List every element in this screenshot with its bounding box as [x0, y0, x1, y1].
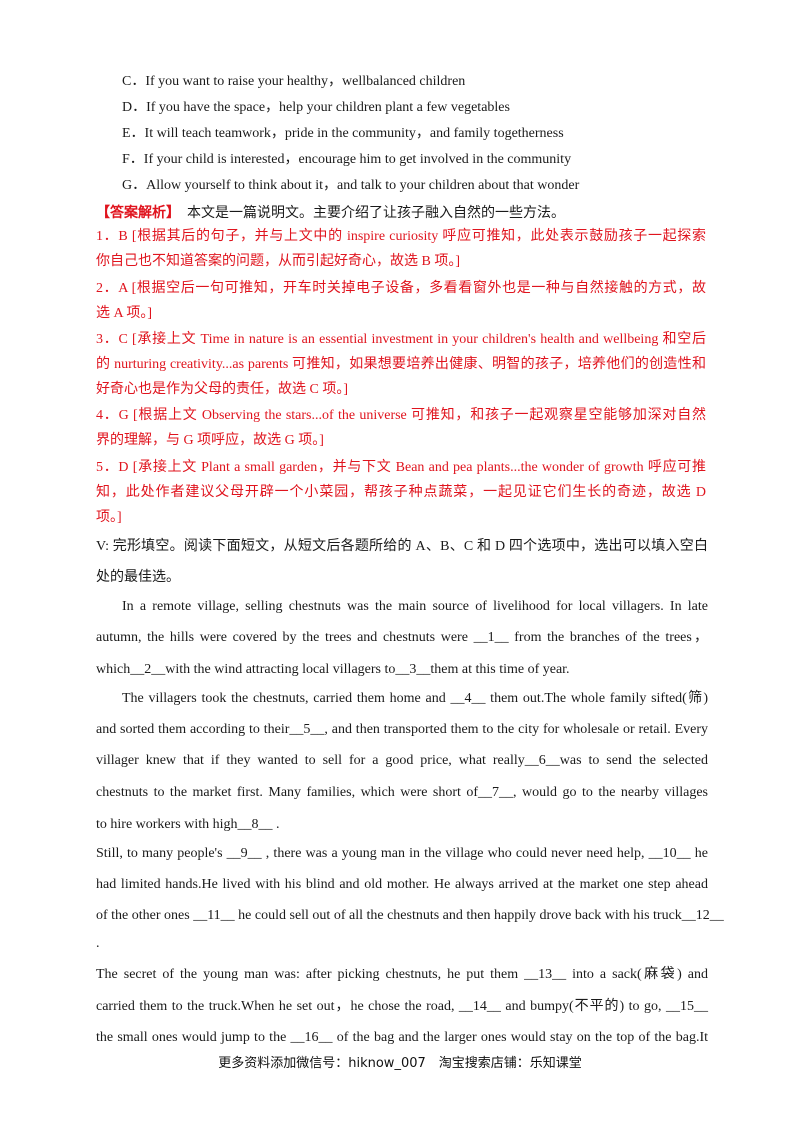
answer-1-line-1: 1．B [根据其后的句子，并与上文中的 inspire curiosity 呼应… [96, 229, 706, 244]
answer-1-line-2: 你自己也不知道答案的问题，从而引起好奇心，故选 B 项。] [96, 254, 460, 269]
passage-line: Still, to many people's __9__ , there wa… [96, 846, 708, 861]
answer-5-line-1: 5．D [承接上文 Plant a small garden，并与下文 Bean… [96, 460, 706, 475]
section-v-line-1: V: 完形填空。阅读下面短文，从短文后各题所给的 A、B、C 和 D 四个选项中… [96, 539, 708, 554]
passage-line: carried them to the truck.When he set ou… [96, 999, 708, 1014]
passage-line: The villagers took the chestnuts, carrie… [122, 691, 708, 706]
answer-4-line-2: 界的理解，与 G 项呼应，故选 G 项。] [96, 433, 324, 448]
passage-line: of the other ones __11__ he could sell o… [96, 908, 724, 923]
passage-line: to hire workers with high__8__ . [96, 817, 280, 832]
answer-3-line-2: 的 nurturing creativity...as parents 可推知，… [96, 357, 706, 372]
passage-line: chestnuts to the market first. Many fami… [96, 785, 708, 800]
option-g: G．Allow yourself to think about it，and t… [122, 178, 580, 193]
passage-line: The secret of the young man was: after p… [96, 967, 708, 982]
passage-line: which__2__with the wind attracting local… [96, 662, 570, 677]
answer-tag: 【答案解析】 [96, 206, 173, 221]
option-c: C．If you want to raise your healthy，well… [122, 74, 466, 89]
option-e: E．It will teach teamwork，pride in the co… [122, 126, 564, 141]
footer-note: 更多资料添加微信号：hiknow_007 淘宝搜索店铺：乐知课堂 [218, 1056, 582, 1071]
answer-header: 【答案解析】 本文是一篇说明文。主要介绍了让孩子融入自然的一些方法。 [96, 202, 565, 222]
answer-5-line-2: 知，此处作者建议父母开辟一个小菜园，帮孩子种点蔬菜，一起见证它们生长的奇迹，故选… [96, 485, 706, 500]
answer-3-line-1: 3．C [承接上文 Time in nature is an essential… [96, 332, 706, 347]
passage-line: the small ones would jump to the __16__ … [96, 1030, 708, 1045]
passage-line: villager knew that if they wanted to sel… [96, 753, 708, 768]
passage-line: . [96, 936, 100, 951]
answer-2-line-2: 选 A 项。] [96, 306, 152, 321]
passage-line: had limited hands.He lived with his blin… [96, 877, 708, 892]
answer-5-line-3: 项。] [96, 510, 122, 525]
passage-line: autumn, the hills were covered by the tr… [96, 630, 708, 645]
passage-line: and sorted them according to their__5__,… [96, 722, 708, 737]
option-f: F．If your child is interested，encourage … [122, 152, 572, 167]
answer-3-line-3: 好奇心也是作为父母的责任，故选 C 项。] [96, 382, 348, 397]
passage-line: In a remote village, selling chestnuts w… [122, 599, 708, 614]
section-v-line-2: 处的最佳选。 [96, 570, 180, 585]
answer-4-line-1: 4．G [根据上文 Observing the stars...of the u… [96, 408, 706, 423]
answer-2-line-1: 2．A [根据空后一句可推知，开车时关掉电子设备，多看看窗外也是一种与自然接触的… [96, 281, 706, 296]
answer-summary: 本文是一篇说明文。主要介绍了让孩子融入自然的一些方法。 [173, 206, 565, 221]
option-d: D．If you have the space，help your childr… [122, 100, 510, 115]
